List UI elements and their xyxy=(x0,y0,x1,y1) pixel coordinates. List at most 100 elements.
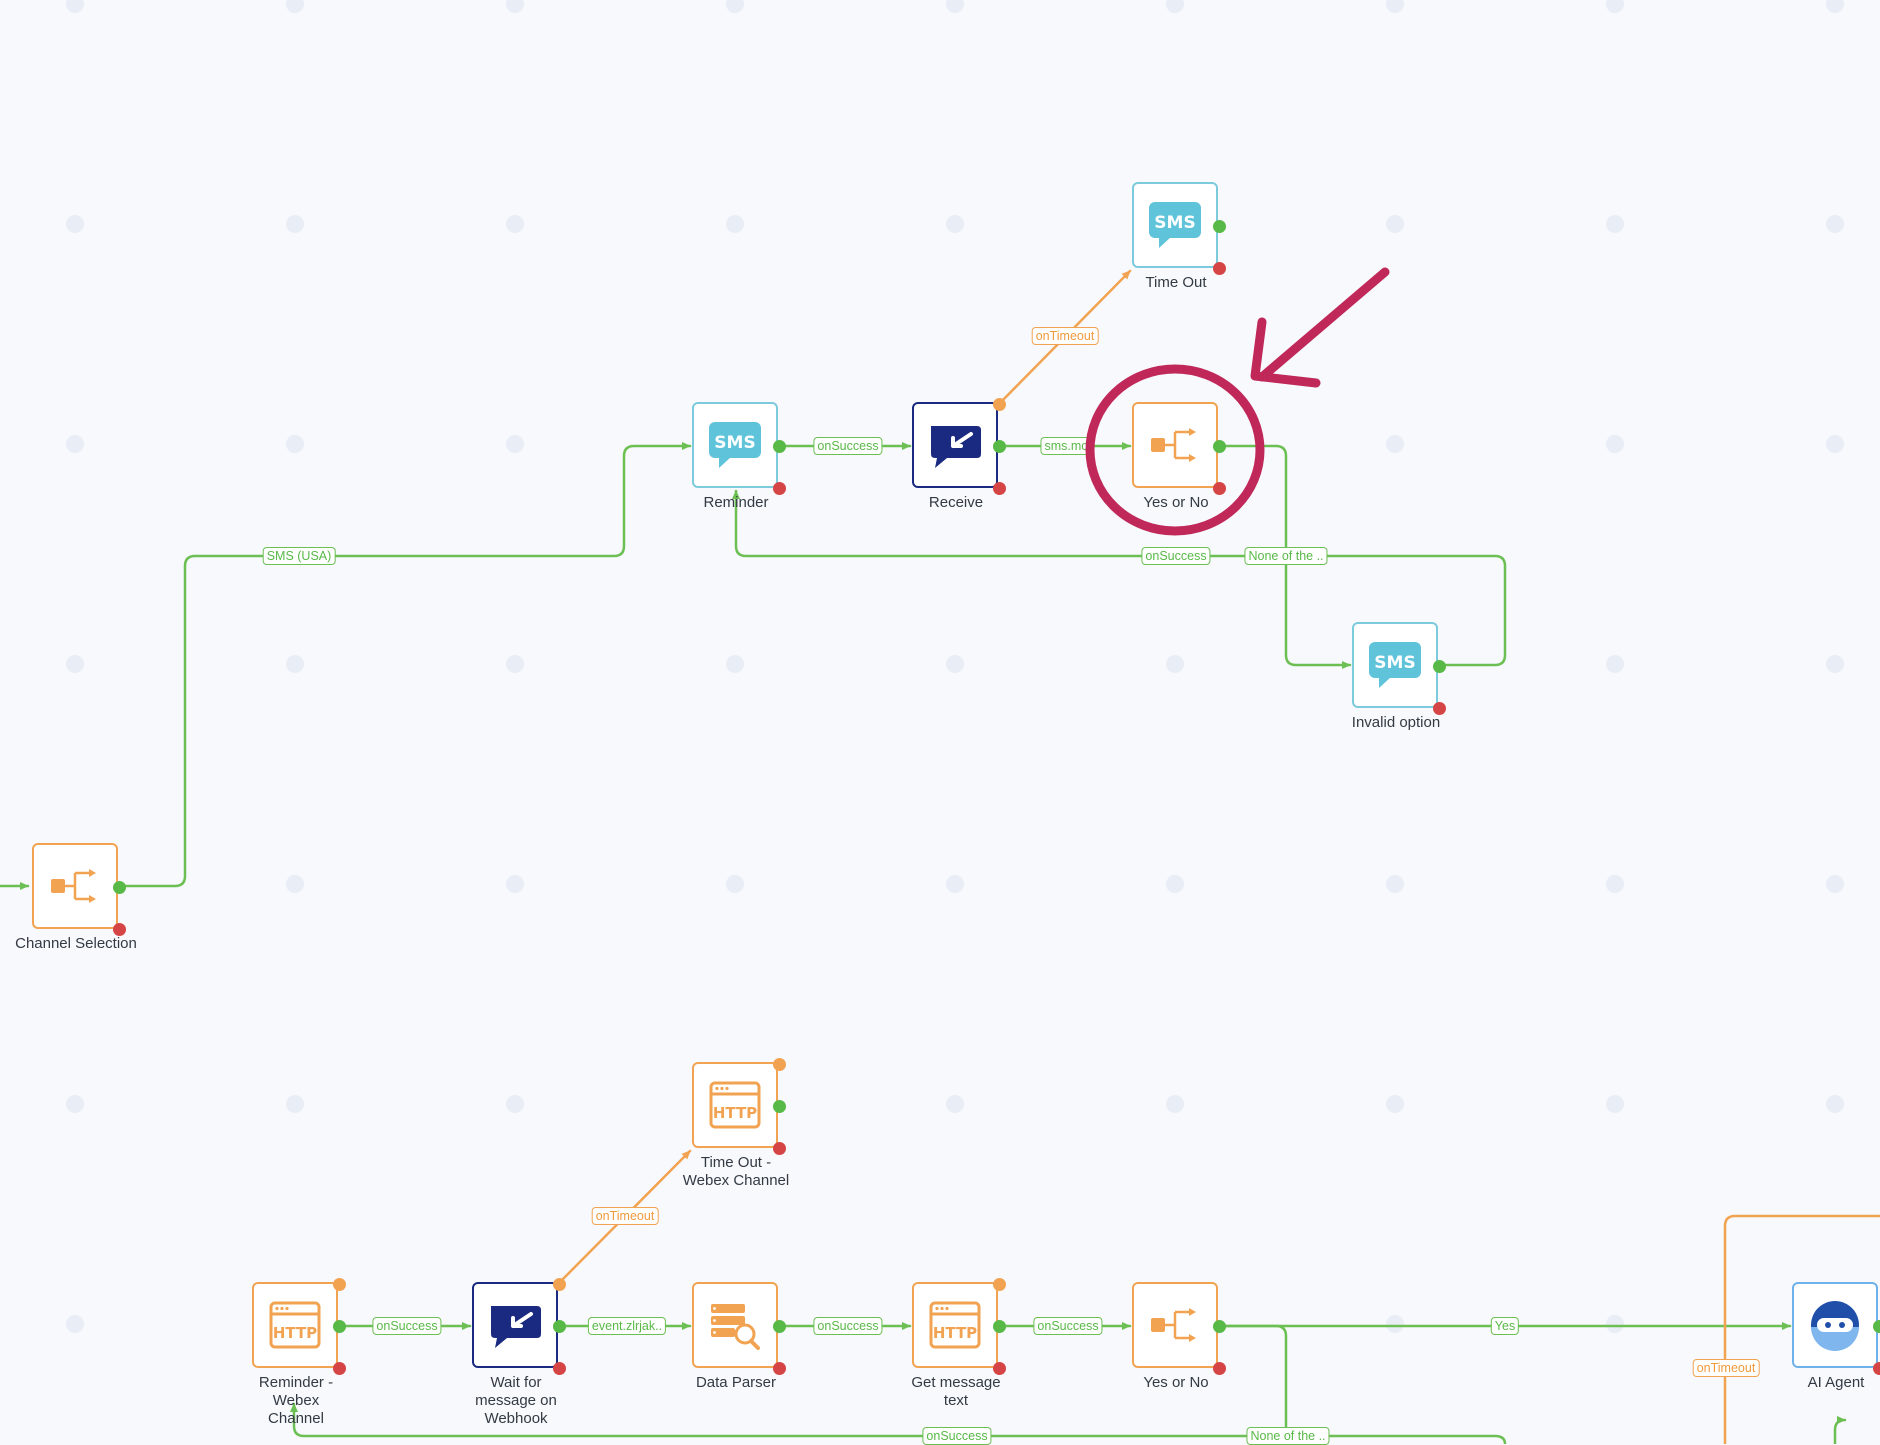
grid-dot xyxy=(286,655,304,673)
grid-dot xyxy=(66,435,84,453)
edge-label-on-timeout: onTimeout xyxy=(591,1207,659,1225)
node-yes-or-no-2[interactable] xyxy=(1132,1282,1226,1375)
sms-icon: SMS xyxy=(1369,642,1421,688)
node-label: Time Out xyxy=(1145,274,1207,291)
edge-label-on-timeout: onTimeout xyxy=(1692,1359,1760,1377)
grid-dot xyxy=(286,0,304,13)
node-invalid-option[interactable]: SMS xyxy=(1352,622,1446,715)
grid-dot xyxy=(946,0,964,13)
edge-label-on-success: onSuccess xyxy=(1033,1317,1103,1335)
edge-label-on-success: onSuccess xyxy=(813,437,883,455)
wire-yesno2-none xyxy=(1218,1324,1288,1444)
case-branch-icon xyxy=(1151,1308,1196,1342)
node-yes-or-no[interactable] xyxy=(1132,402,1226,495)
sms-icon: SMS xyxy=(1149,202,1201,248)
grid-dot xyxy=(66,215,84,233)
node-label: Receive xyxy=(928,494,984,511)
grid-dot xyxy=(1386,435,1404,453)
data-parser-icon xyxy=(711,1304,760,1350)
grid-dot xyxy=(66,1315,84,1333)
edge-label-on-success: onSuccess xyxy=(813,1317,883,1335)
edge-label-on-success: onSuccess xyxy=(1141,547,1211,565)
case-branch-icon xyxy=(1151,428,1196,462)
node-get-message-text[interactable]: HTTP xyxy=(912,1278,1006,1375)
edge-label-on-success: onSuccess xyxy=(372,1317,442,1335)
node-label: Reminder - Webex Channel xyxy=(258,1374,334,1427)
node-ai-agent[interactable] xyxy=(1792,1282,1880,1375)
grid-dot xyxy=(506,215,524,233)
grid-dot xyxy=(1826,215,1844,233)
node-reminder[interactable]: SMS xyxy=(692,402,786,495)
node-channel-selection[interactable] xyxy=(32,843,126,936)
grid-dot xyxy=(1606,215,1624,233)
grid-dot xyxy=(286,875,304,893)
node-label: Get message text xyxy=(911,1374,1001,1409)
grid-dot xyxy=(726,0,744,13)
svg-text:SMS: SMS xyxy=(1154,213,1195,233)
node-label: AI Agent xyxy=(1807,1374,1865,1391)
grid-dot xyxy=(946,875,964,893)
grid-dot xyxy=(726,655,744,673)
http-icon: HTTP xyxy=(929,1301,981,1349)
grid-dot xyxy=(286,215,304,233)
grid-dot xyxy=(66,0,84,13)
node-label: Reminder xyxy=(703,494,769,511)
grid-dot xyxy=(1166,875,1184,893)
edge-label-none-of-the: None of the .. xyxy=(1246,1427,1330,1445)
node-reminder-webex[interactable]: HTTP xyxy=(252,1278,346,1375)
node-label: Yes or No xyxy=(1143,1374,1209,1391)
grid-dot xyxy=(1606,1095,1624,1113)
sms-icon: SMS xyxy=(709,422,761,468)
grid-dot xyxy=(1166,1095,1184,1113)
node-time-out-webex[interactable]: HTTP xyxy=(692,1058,786,1155)
wire-ai-timeout xyxy=(1723,1214,1880,1444)
ai-agent-icon xyxy=(1811,1301,1859,1351)
grid-dot xyxy=(946,215,964,233)
edge-label-on-success: onSuccess xyxy=(922,1427,992,1445)
edge-label-none-of-the: None of the .. xyxy=(1244,547,1328,565)
grid-dot xyxy=(1826,435,1844,453)
case-branch-icon xyxy=(51,869,96,903)
node-label: Wait for message on Webhook xyxy=(475,1374,557,1427)
node-data-parser[interactable] xyxy=(692,1282,786,1375)
edge-label-sms-usa: SMS (USA) xyxy=(262,547,336,565)
grid-dot xyxy=(1606,435,1624,453)
grid-dot xyxy=(506,1095,524,1113)
node-wait-webhook[interactable] xyxy=(472,1278,566,1375)
grid-dot xyxy=(286,1095,304,1113)
grid-dot xyxy=(1606,655,1624,673)
edge-label-sms: sms.mc xyxy=(1040,437,1092,455)
grid-dot xyxy=(1826,0,1844,13)
grid-dot xyxy=(66,655,84,673)
grid-dot xyxy=(1606,0,1624,13)
grid-dot xyxy=(726,875,744,893)
wire-ai-loop xyxy=(1833,1416,1847,1444)
node-label: Channel Selection xyxy=(15,935,137,952)
grid-dot xyxy=(1826,1095,1844,1113)
grid-dot xyxy=(1606,1315,1624,1333)
grid-dot xyxy=(1386,1095,1404,1113)
grid-dot xyxy=(506,655,524,673)
wire-invalid-reminder xyxy=(732,489,1507,667)
http-icon: HTTP xyxy=(269,1301,321,1349)
edge-label-yes: Yes xyxy=(1490,1317,1520,1335)
grid-dot xyxy=(66,1095,84,1113)
grid-dot xyxy=(1166,655,1184,673)
grid-dot xyxy=(1386,215,1404,233)
grid-dot xyxy=(1826,655,1844,673)
grid-dot xyxy=(946,1095,964,1113)
node-time-out[interactable]: SMS xyxy=(1132,182,1226,275)
svg-text:SMS: SMS xyxy=(714,433,755,453)
node-receive[interactable] xyxy=(912,398,1006,495)
http-icon: HTTP xyxy=(709,1081,761,1129)
grid-dot xyxy=(946,655,964,673)
grid-dot xyxy=(1826,875,1844,893)
svg-text:HTTP: HTTP xyxy=(933,1324,977,1342)
grid-dot xyxy=(1606,875,1624,893)
grid-dot xyxy=(506,435,524,453)
grid-dot xyxy=(1386,0,1404,13)
grid-dot xyxy=(506,875,524,893)
svg-text:HTTP: HTTP xyxy=(713,1104,757,1122)
edge-label-on-timeout: onTimeout xyxy=(1031,327,1099,345)
